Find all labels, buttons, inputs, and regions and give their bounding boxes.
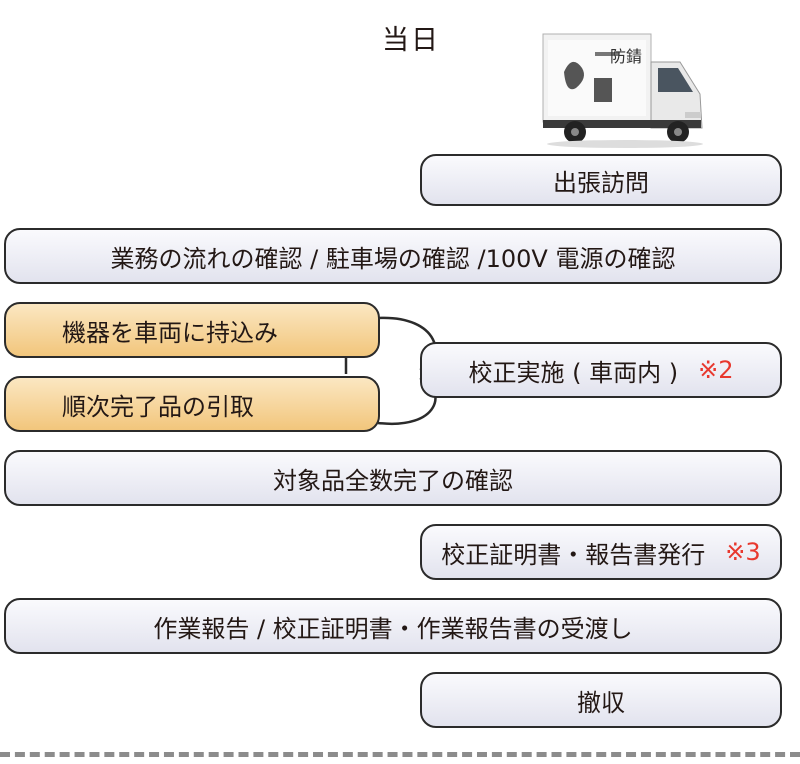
calibrate-note: ※2 bbox=[698, 356, 734, 384]
truck-logo: 防錆 bbox=[610, 47, 642, 66]
page-title: 当日 bbox=[382, 25, 440, 56]
step-pickup-label: 順次完了品の引取 bbox=[62, 392, 254, 421]
step-check-all: 対象品全数完了の確認 bbox=[4, 450, 782, 506]
step-issue: 校正証明書・報告書発行 ※3 bbox=[420, 524, 782, 580]
step-calibrate: 校正実施 ( 車両内 ) ※2 bbox=[420, 342, 782, 398]
step-bring-in: 機器を車両に持込み bbox=[4, 302, 380, 358]
step-visit-label: 出張訪問 bbox=[553, 168, 649, 197]
step-report: 作業報告 / 校正証明書・作業報告書の受渡し bbox=[4, 598, 782, 654]
step-issue-label: 校正証明書・報告書発行 bbox=[441, 540, 706, 569]
step-visit: 出張訪問 bbox=[420, 154, 782, 206]
step-calibrate-label: 校正実施 ( 車両内 ) bbox=[468, 358, 679, 387]
truck-icon: 防錆 bbox=[542, 33, 703, 148]
step-pickup: 順次完了品の引取 bbox=[4, 376, 380, 432]
step-confirm-label: 業務の流れの確認 / 駐車場の確認 /100V 電源の確認 bbox=[110, 244, 676, 273]
step-confirm: 業務の流れの確認 / 駐車場の確認 /100V 電源の確認 bbox=[4, 228, 782, 284]
dashed-divider bbox=[0, 752, 800, 757]
step-bring-in-label: 機器を車両に持込み bbox=[62, 318, 278, 347]
step-withdraw-label: 撤収 bbox=[577, 688, 625, 717]
step-withdraw: 撤収 bbox=[420, 672, 782, 728]
issue-note: ※3 bbox=[725, 538, 761, 566]
step-check-all-label: 対象品全数完了の確認 bbox=[273, 466, 513, 495]
step-report-label: 作業報告 / 校正証明書・作業報告書の受渡し bbox=[153, 614, 633, 643]
